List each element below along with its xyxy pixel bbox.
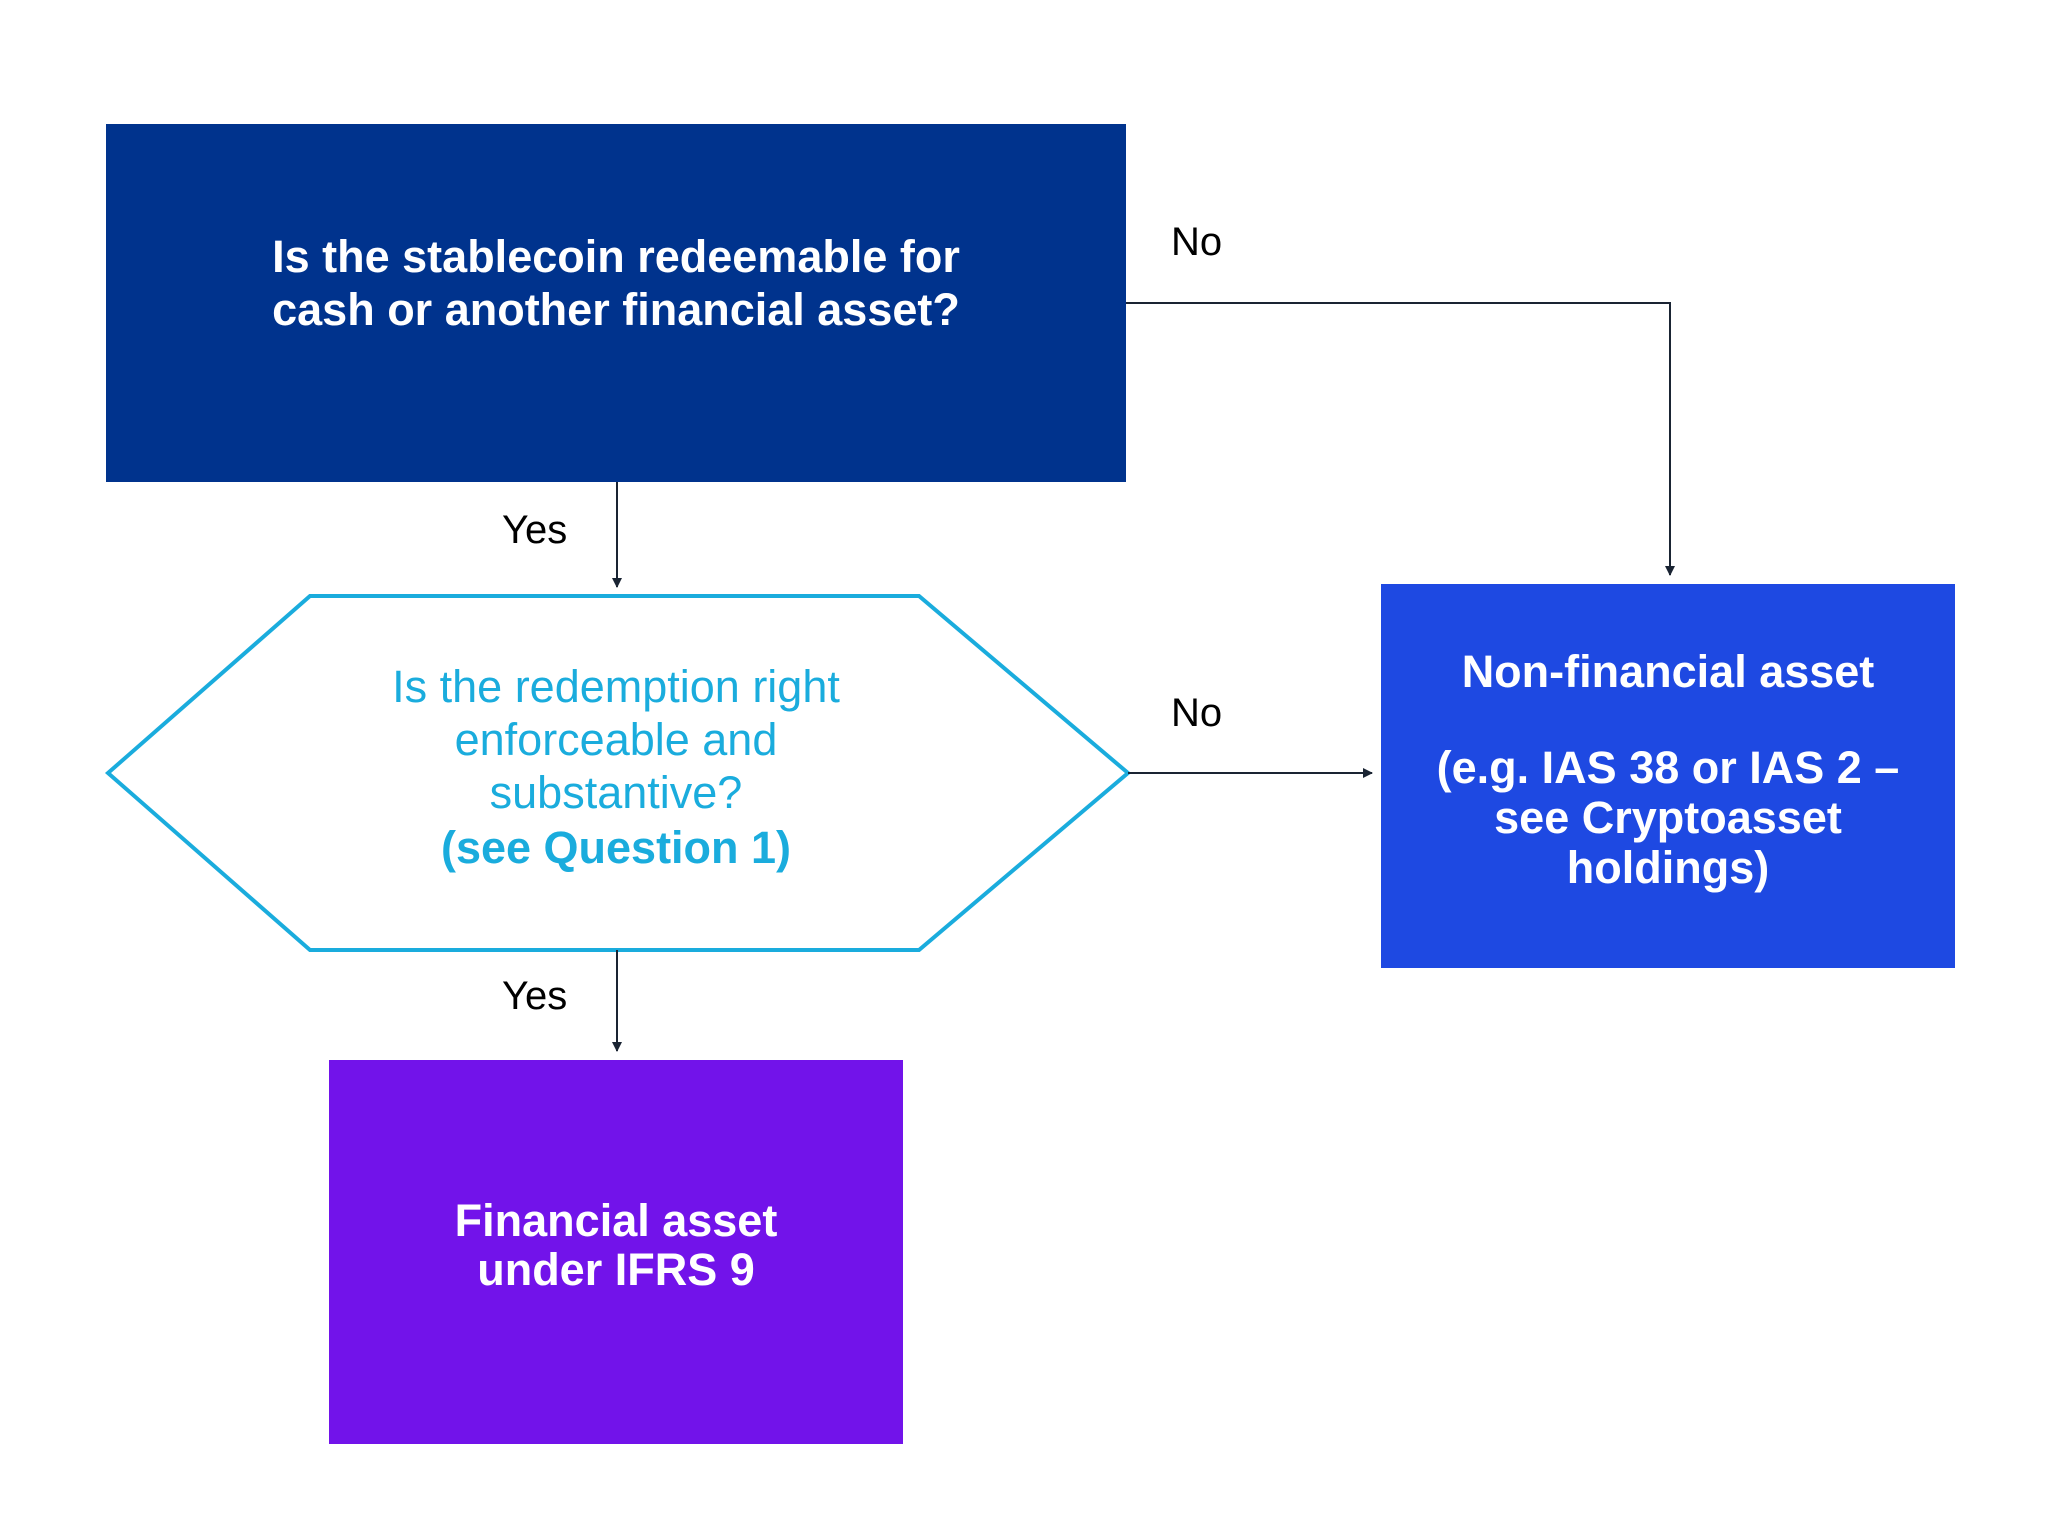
non-financial-asset-line-2: see Cryptoasset — [1494, 792, 1842, 843]
non-financial-asset-line-3: holdings) — [1566, 842, 1770, 893]
connector-q1-no — [1126, 302, 1675, 576]
question-enforceable-text: Is the redemption right enforceable and … — [300, 660, 932, 874]
question-reference-link: (see Question 1) — [440, 822, 792, 873]
decision-hexagon — [104, 594, 1132, 952]
financial-asset-box: Financial asset under IFRS 9 — [329, 1060, 903, 1444]
edge-label-q1-no: No — [1171, 220, 1223, 264]
edge-label-q2-yes: Yes — [502, 974, 568, 1018]
financial-asset-line-1: Financial asset — [454, 1195, 778, 1246]
question-enforceable-line-3: substantive? — [489, 767, 743, 818]
financial-asset-line-2: under IFRS 9 — [477, 1244, 755, 1295]
non-financial-asset-title: Non-financial asset — [1461, 646, 1875, 697]
non-financial-asset-line-1: (e.g. IAS 38 or IAS 2 – — [1436, 742, 1900, 793]
question-redeemable-line-2: cash or another financial asset? — [272, 284, 960, 335]
non-financial-asset-box: Non-financial asset (e.g. IAS 38 or IAS … — [1381, 584, 1955, 968]
edge-label-q1-yes: Yes — [502, 508, 568, 552]
question-redeemable-box: Is the stablecoin redeemable for cash or… — [106, 124, 1126, 482]
question-enforceable-line-1: Is the redemption right — [392, 661, 840, 712]
question-redeemable-line-1: Is the stablecoin redeemable for — [272, 231, 960, 282]
question-enforceable-line-2: enforceable and — [454, 714, 778, 765]
edge-label-q2-no: No — [1171, 691, 1223, 735]
